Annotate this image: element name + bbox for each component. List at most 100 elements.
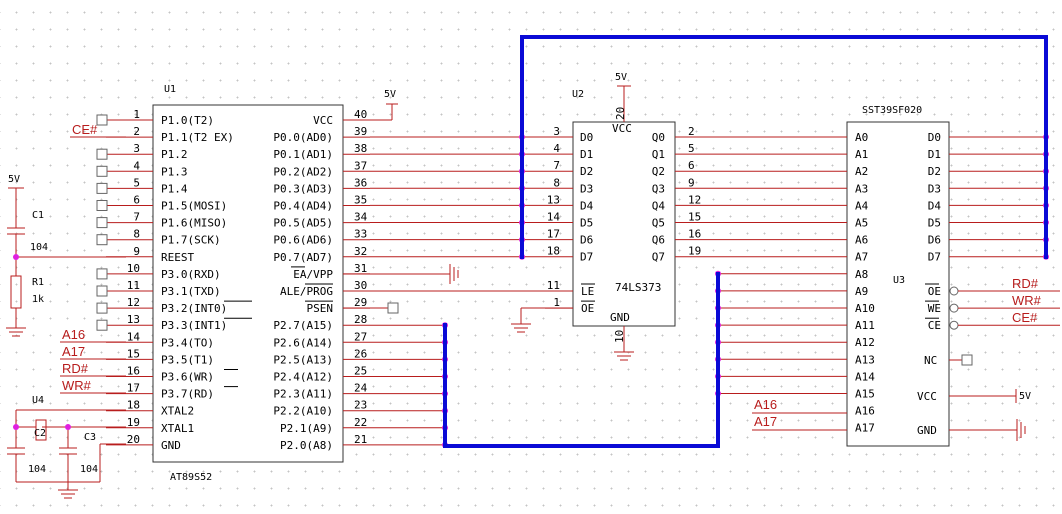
u1-pin-36-name: P0.3(AD3) (273, 182, 333, 195)
u2-pin-3-num: 3 (553, 125, 560, 138)
u2-pin-1-name: OE (581, 302, 594, 315)
u2-pin-11-name: LE (581, 285, 594, 298)
u1-pin-35-num: 35 (354, 194, 367, 207)
u3-ce-bubble (949, 320, 959, 330)
u2-part: 74LS373 (615, 281, 661, 294)
u1-left-nets: CE# A16 A17 RD# WR# (60, 122, 126, 394)
u1-ea-gnd (343, 264, 459, 284)
u3-pin-a15: A15 (855, 388, 875, 401)
u1-pin-4-terminal (96, 165, 108, 177)
u2-pin-14-name: D5 (580, 217, 593, 230)
u2-pin-7-num: 7 (553, 159, 560, 172)
u3-pin-a5: A5 (855, 217, 868, 230)
u2-body (572, 121, 676, 327)
r1-body (10, 275, 22, 309)
u3-pin-a14: A14 (855, 370, 875, 383)
u1-pin-8-num: 8 (133, 228, 140, 241)
u3-ref: U3 (893, 275, 905, 286)
u2-vcc-pin-num: 20 (614, 107, 627, 120)
u3-pin-a17: A17 (855, 422, 875, 435)
u2-pin-17-name: D6 (580, 234, 593, 247)
xtal2-junction (13, 424, 19, 430)
u2-pin-9-name: Q3 (652, 182, 665, 195)
u3-net-a16-label: A16 (754, 397, 777, 412)
u2-pin-15-name: Q5 (652, 217, 665, 230)
u1-pin-3-num: 3 (133, 142, 140, 155)
u3-net-ce-label: CE# (1012, 310, 1038, 325)
u1-pin-40-name: VCC (313, 114, 333, 127)
u3-pin-a12: A12 (855, 336, 875, 349)
u3-oe-bubble (949, 286, 959, 296)
u1-pin-23-name: P2.2(A10) (273, 405, 333, 418)
u3-pin-d5: D5 (928, 217, 941, 230)
u1-pin-11-name: P3.1(TXD) (161, 285, 221, 298)
u1-pin-34-name: P0.5(AD5) (273, 217, 333, 230)
u1-pin-6-num: 6 (133, 194, 140, 207)
u1-pin-30-num: 30 (354, 279, 367, 292)
u1-pin-33-name: P0.6(AD6) (273, 234, 333, 247)
u1-pin-34-num: 34 (354, 211, 368, 224)
u1-pin-29-num: 29 (354, 296, 367, 309)
u2-vcc-power: 5V 20 (614, 72, 631, 122)
u1-pin-12-name: P3.2(INT0) (161, 302, 227, 315)
crystal-circuit: U4 C2 C3 104 104 (7, 395, 126, 499)
u1-pin-9-num: 9 (133, 245, 140, 258)
u1-pin-19-name: XTAL1 (161, 422, 194, 435)
u2-ref: U2 (572, 89, 584, 100)
u3-vcc-label: VCC (917, 390, 937, 403)
u2-vcc-label: VCC (612, 122, 632, 135)
net-rd-label: RD# (62, 361, 89, 376)
u1-pin-22-num: 22 (354, 416, 367, 429)
u1-pin-21-name: P2.0(A8) (280, 439, 333, 452)
u1-pin-10-terminal (96, 268, 108, 280)
rc-vcc-label: 5V (8, 174, 20, 185)
u3-pin-a8: A8 (855, 268, 868, 281)
u3-pin-d1: D1 (928, 148, 941, 161)
u2-pin-18-name: D7 (580, 251, 593, 264)
u3-we-bubble (949, 303, 959, 313)
net-a16-label: A16 (62, 327, 85, 342)
u1-pin-27-num: 27 (354, 330, 367, 343)
u2-pin-2-name: Q0 (652, 131, 665, 144)
u1-pin-4-name: P1.3 (161, 165, 188, 178)
u1-pin-18-num: 18 (127, 399, 140, 412)
u1-pin-6-terminal (96, 200, 108, 211)
u2-pin-12-name: Q4 (652, 199, 666, 212)
u2-pin-8-name: D3 (580, 182, 593, 195)
u1-pin-26-name: P2.5(A13) (273, 353, 333, 366)
u1-pin-6-name: P1.5(MOSI) (161, 200, 227, 213)
u1-right-pins: 40VCC39P0.0(AD0)38P0.1(AD1)37P0.2(AD2)36… (273, 108, 370, 452)
u3-pin-d2: D2 (928, 165, 941, 178)
u1-ref: U1 (164, 84, 176, 95)
u1-pin-1-name: P1.0(T2) (161, 114, 214, 127)
u2-pin-1-num: 1 (553, 296, 560, 309)
u1-psen-pin (343, 302, 399, 314)
u1-vcc-label: 5V (384, 89, 396, 100)
u1-pin-37-name: P0.2(AD2) (273, 165, 333, 178)
u3-pin-a11: A11 (855, 319, 875, 332)
u3-pin-oe: OE (928, 285, 941, 298)
u2-gnd: 10 (613, 326, 634, 361)
u1-pin-20-name: GND (161, 439, 181, 452)
u1-part: AT89S52 (170, 472, 212, 483)
u3-pin-d3: D3 (928, 182, 941, 195)
u3-pin-ce: CE (928, 319, 941, 332)
u1-pin-16-num: 16 (127, 365, 140, 378)
u3-pin-d0: D0 (928, 131, 941, 144)
u1-pin-37-num: 37 (354, 159, 367, 172)
u2-pin-6-num: 6 (688, 159, 695, 172)
u2-pin-12-num: 12 (688, 193, 701, 206)
u2-pin-16-num: 16 (688, 228, 701, 241)
u2-pin-19-name: Q7 (652, 251, 665, 264)
c1-value: 104 (30, 242, 48, 253)
data-bus (520, 35, 1048, 259)
u1-pin-12-terminal (96, 302, 108, 314)
c3-value: 104 (80, 464, 98, 475)
u1-pin-27-name: P2.6(A14) (273, 336, 333, 349)
u1-pin-9-name: REEST (161, 251, 194, 264)
